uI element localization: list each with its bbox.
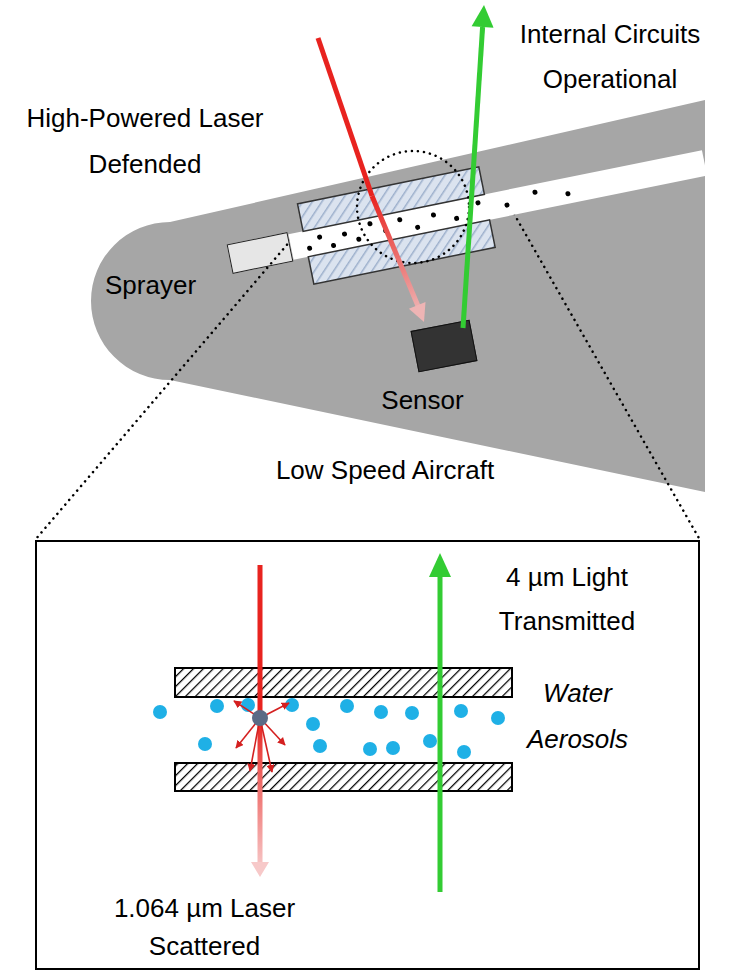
zoom-lines (35, 198, 700, 540)
ir-light-arrow (472, 5, 494, 28)
aerosol-label: Water Aerosols (515, 670, 640, 762)
water-droplets (307, 245, 313, 251)
sprayer-label: Sprayer (105, 270, 215, 300)
water-aerosol-dots (153, 705, 167, 719)
water-aerosol-dots (210, 699, 224, 713)
sprayer-unit: Sprayer (100, 225, 300, 305)
scatter-arrows (236, 718, 260, 748)
water-aerosol-dots (153, 698, 505, 759)
scattering-particle (252, 710, 268, 726)
water-aerosol-dots (306, 717, 320, 731)
water-aerosol-dots (374, 705, 388, 719)
water-aerosol-dots (285, 698, 299, 712)
ir-light-arrow (463, 27, 483, 328)
aircraft-label: Low Speed Aircraft (240, 455, 530, 485)
laser-beam (251, 565, 269, 877)
water-aerosol-dots (405, 706, 419, 720)
scatter-arrows (260, 718, 272, 772)
inset-label: 1.064 µm Laser Scattered (97, 889, 312, 965)
water-droplets (331, 243, 337, 249)
water-droplets (342, 231, 348, 237)
water-droplets (383, 228, 389, 234)
water-aerosol-dots (386, 741, 400, 755)
water-droplets (304, 181, 571, 253)
spray-channel (288, 150, 707, 260)
water-droplets (532, 189, 538, 195)
laser-beam (372, 196, 418, 306)
ir-light-arrow (438, 575, 443, 892)
scatter-arrows (250, 718, 260, 771)
laser-beam (258, 565, 263, 718)
water-droplets (367, 221, 373, 227)
water-droplets (475, 200, 481, 206)
water-aerosol-dots (454, 704, 468, 718)
scatter-arrows (234, 701, 260, 718)
ir-light-arrow (429, 553, 451, 577)
water-droplets (317, 234, 323, 240)
zoom-lines (35, 240, 291, 540)
sensor-unit: Sensor (360, 318, 485, 418)
water-droplets (504, 202, 510, 208)
window-plate (175, 668, 512, 697)
ir-light-arrow (429, 553, 451, 892)
water-droplets (415, 224, 421, 230)
water-aerosol-dots (457, 745, 471, 759)
water-aerosol-dots (340, 699, 354, 713)
water-aerosol-dots (198, 737, 212, 751)
water-aerosol-dots (423, 734, 437, 748)
scatter-arrows (260, 703, 289, 718)
sensor-label: Sensor (360, 385, 485, 415)
water-droplets (356, 236, 362, 242)
zoom-lines (505, 198, 700, 540)
zoom-circle (357, 151, 469, 263)
status-label: Internal Circuits Operational (490, 12, 730, 102)
water-droplets (454, 215, 460, 221)
spray-channel (283, 123, 713, 287)
laser-beam (318, 38, 372, 196)
scatter-arrows (260, 718, 285, 745)
laser-beam (318, 38, 426, 322)
threat-label: High-Powered Laser Defended (5, 95, 285, 187)
laser-beam (251, 862, 269, 877)
water-aerosol-dots (313, 739, 327, 753)
water-aerosol-dots (491, 711, 505, 725)
sprayer-box (227, 232, 294, 274)
water-droplets (431, 212, 437, 218)
spray-channel (308, 220, 495, 284)
inset-illustration (153, 553, 512, 892)
water-droplets (565, 191, 571, 197)
water-aerosol-dots (241, 698, 255, 712)
laser-beam (258, 718, 263, 868)
water-droplets (397, 217, 403, 223)
inset-panel: 4 µm Light TransmittedWater Aerosols 1.06… (35, 540, 700, 970)
laser-beam (409, 302, 426, 322)
window-plate (175, 763, 512, 791)
sensor-box (411, 320, 478, 373)
ir-light-arrow (463, 5, 494, 328)
inset-label: 4 µm Light Transmitted (467, 555, 667, 643)
scatter-arrows (234, 701, 289, 772)
spray-channel (298, 167, 485, 231)
water-aerosol-dots (363, 742, 377, 756)
spray-channel (283, 123, 713, 287)
